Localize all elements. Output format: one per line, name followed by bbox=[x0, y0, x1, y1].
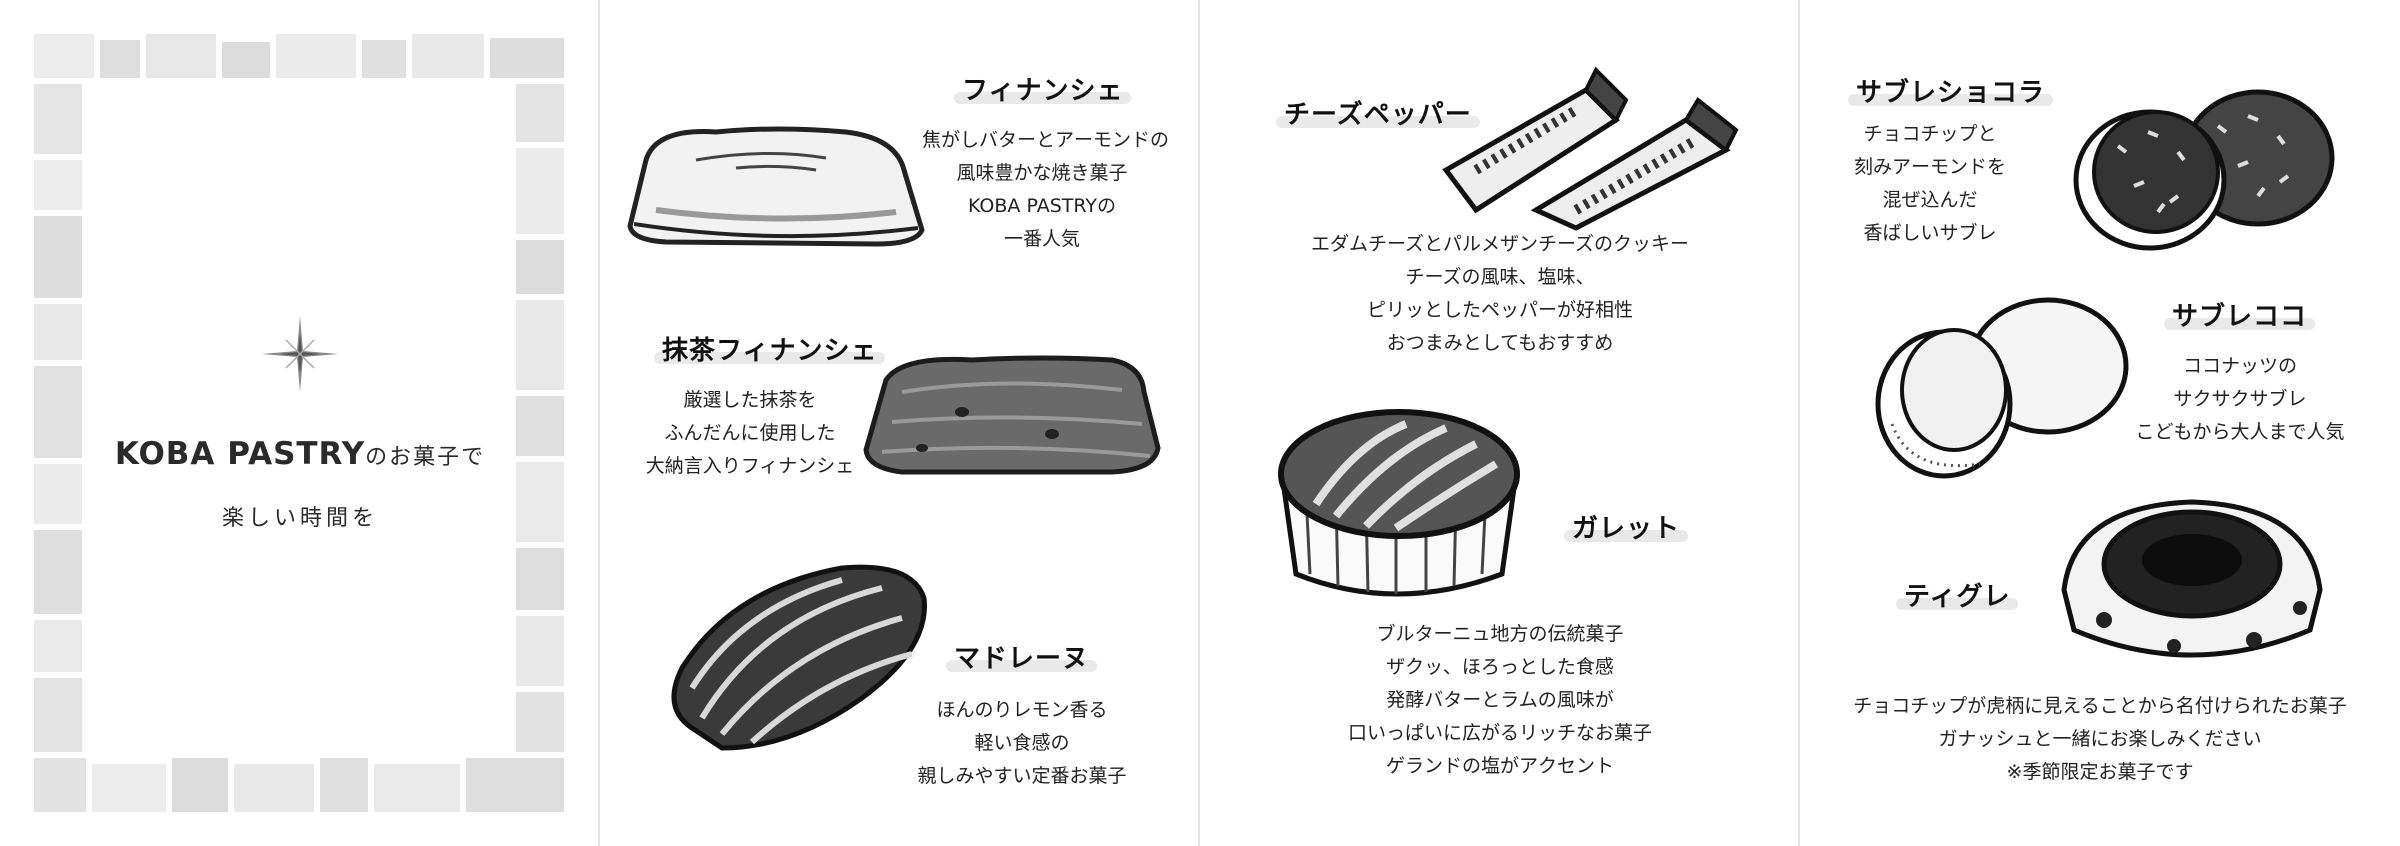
financier-illustration bbox=[627, 126, 925, 247]
tigre-name: ティグレ bbox=[1896, 576, 2019, 613]
sable-coco-name: サブレココ bbox=[2164, 296, 2316, 333]
galette-description: ブルターニュ地方の伝統菓子ザクッ、ほろっとした食感発酵バターとラムの風味が口いっ… bbox=[1347, 623, 1652, 777]
financier-name: フィナンシェ bbox=[954, 70, 1132, 107]
sable-coco-illustration bbox=[1875, 297, 2129, 479]
galette-name: ガレット bbox=[1564, 508, 1689, 545]
matcha-financier-name: 抹茶フィナンシェ bbox=[654, 330, 886, 367]
matcha-financier-description: 厳選した抹茶をふんだんに使用した大納言入りフィナンシェ bbox=[645, 389, 855, 477]
sable-chocolat-illustration bbox=[2073, 89, 2335, 251]
sable-chocolat-description: チョコチップと刻みアーモンドを混ぜ込んだ香ばしいサブレ bbox=[1853, 123, 2006, 244]
cover-subtitle: 楽しい時間を bbox=[221, 506, 378, 531]
panel-sables-tigre: サブレショコラ チョコチップと刻みアーモンドを混ぜ込んだ香ばしいサブレ サブレコ… bbox=[1800, 0, 2400, 846]
cover-panel: KOBA PASTRYのお菓子で 楽しい時間を bbox=[0, 0, 600, 846]
cover-title: KOBA PASTRYのお菓子で bbox=[0, 436, 600, 472]
cheese-pepper-description: エダムチーズとパルメザンチーズのクッキーチーズの風味、塩味、ピリッとしたペッパー… bbox=[1310, 233, 1690, 354]
galette-illustration bbox=[1278, 409, 1520, 597]
panel-cheese-galette: チーズペッパー エダムチーズとパルメザンチーズのクッキーチーズの風味、塩味、ピリ… bbox=[1200, 0, 1800, 846]
cover-title-suffix: のお菓子で bbox=[365, 445, 486, 470]
tigre-description: チョコチップが虎柄に見えることから名付けられたお菓子ガナッシュと一緒にお楽しみく… bbox=[1853, 695, 2347, 783]
sparkle-icon bbox=[262, 316, 338, 392]
madeleine-name: マドレーヌ bbox=[946, 638, 1098, 675]
cheese-pepper-illustration bbox=[1442, 66, 1739, 231]
madeleine-description: ほんのりレモン香る軽い食感の親しみやすい定番お菓子 bbox=[917, 699, 1127, 787]
tigre-illustration bbox=[2061, 499, 2323, 658]
matcha-financier-illustration bbox=[863, 355, 1161, 475]
cheese-pepper-name: チーズペッパー bbox=[1276, 94, 1480, 131]
tile-frame bbox=[34, 34, 564, 812]
madeleine-illustration bbox=[671, 564, 927, 751]
sable-coco-description: ココナッツのサクサクサブレこどもから大人まで人気 bbox=[2135, 355, 2345, 443]
sable-chocolat-name: サブレショコラ bbox=[1848, 72, 2054, 109]
brand-name: KOBA PASTRY bbox=[114, 436, 366, 472]
